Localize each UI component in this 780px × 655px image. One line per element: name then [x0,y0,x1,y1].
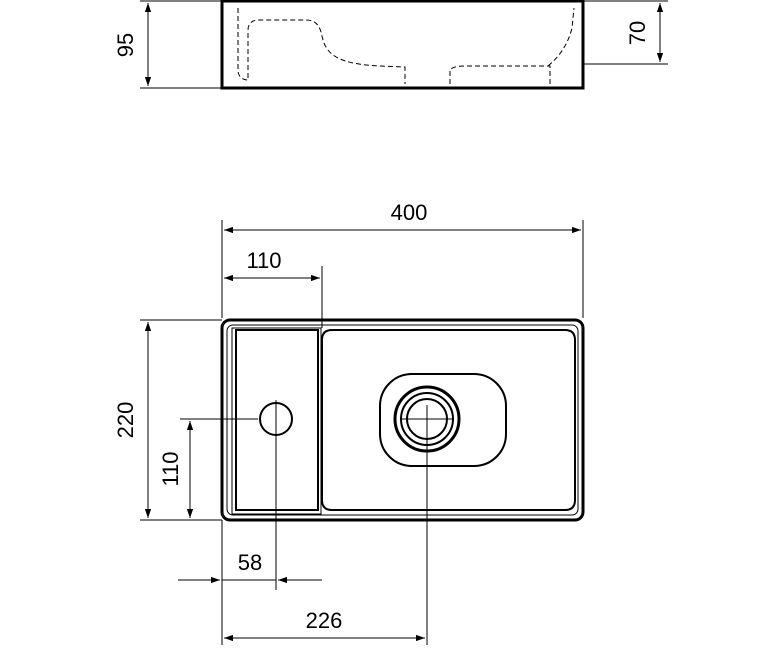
side-view: 95 70 [113,0,668,90]
dim-label-226: 226 [306,608,343,633]
bowl-outline [321,329,576,511]
basin-rim [226,324,579,516]
side-view-outline [220,0,585,90]
drain-recess [379,373,507,467]
dim-label-400: 400 [391,200,428,225]
dim-label-58: 58 [238,550,262,575]
tap-deck-outline [235,329,319,511]
dim-label-220: 220 [113,402,138,439]
dim-label-110-top: 110 [246,248,281,273]
dim-label-70: 70 [625,21,650,45]
tap-deck-edge [231,327,322,515]
dim-label-110-side: 110 [158,451,183,486]
side-view-hidden-bowl [237,7,575,84]
dim-label-95: 95 [113,33,138,57]
top-view: 400 110 220 110 58 226 [113,200,585,645]
basin-outline [220,318,585,522]
